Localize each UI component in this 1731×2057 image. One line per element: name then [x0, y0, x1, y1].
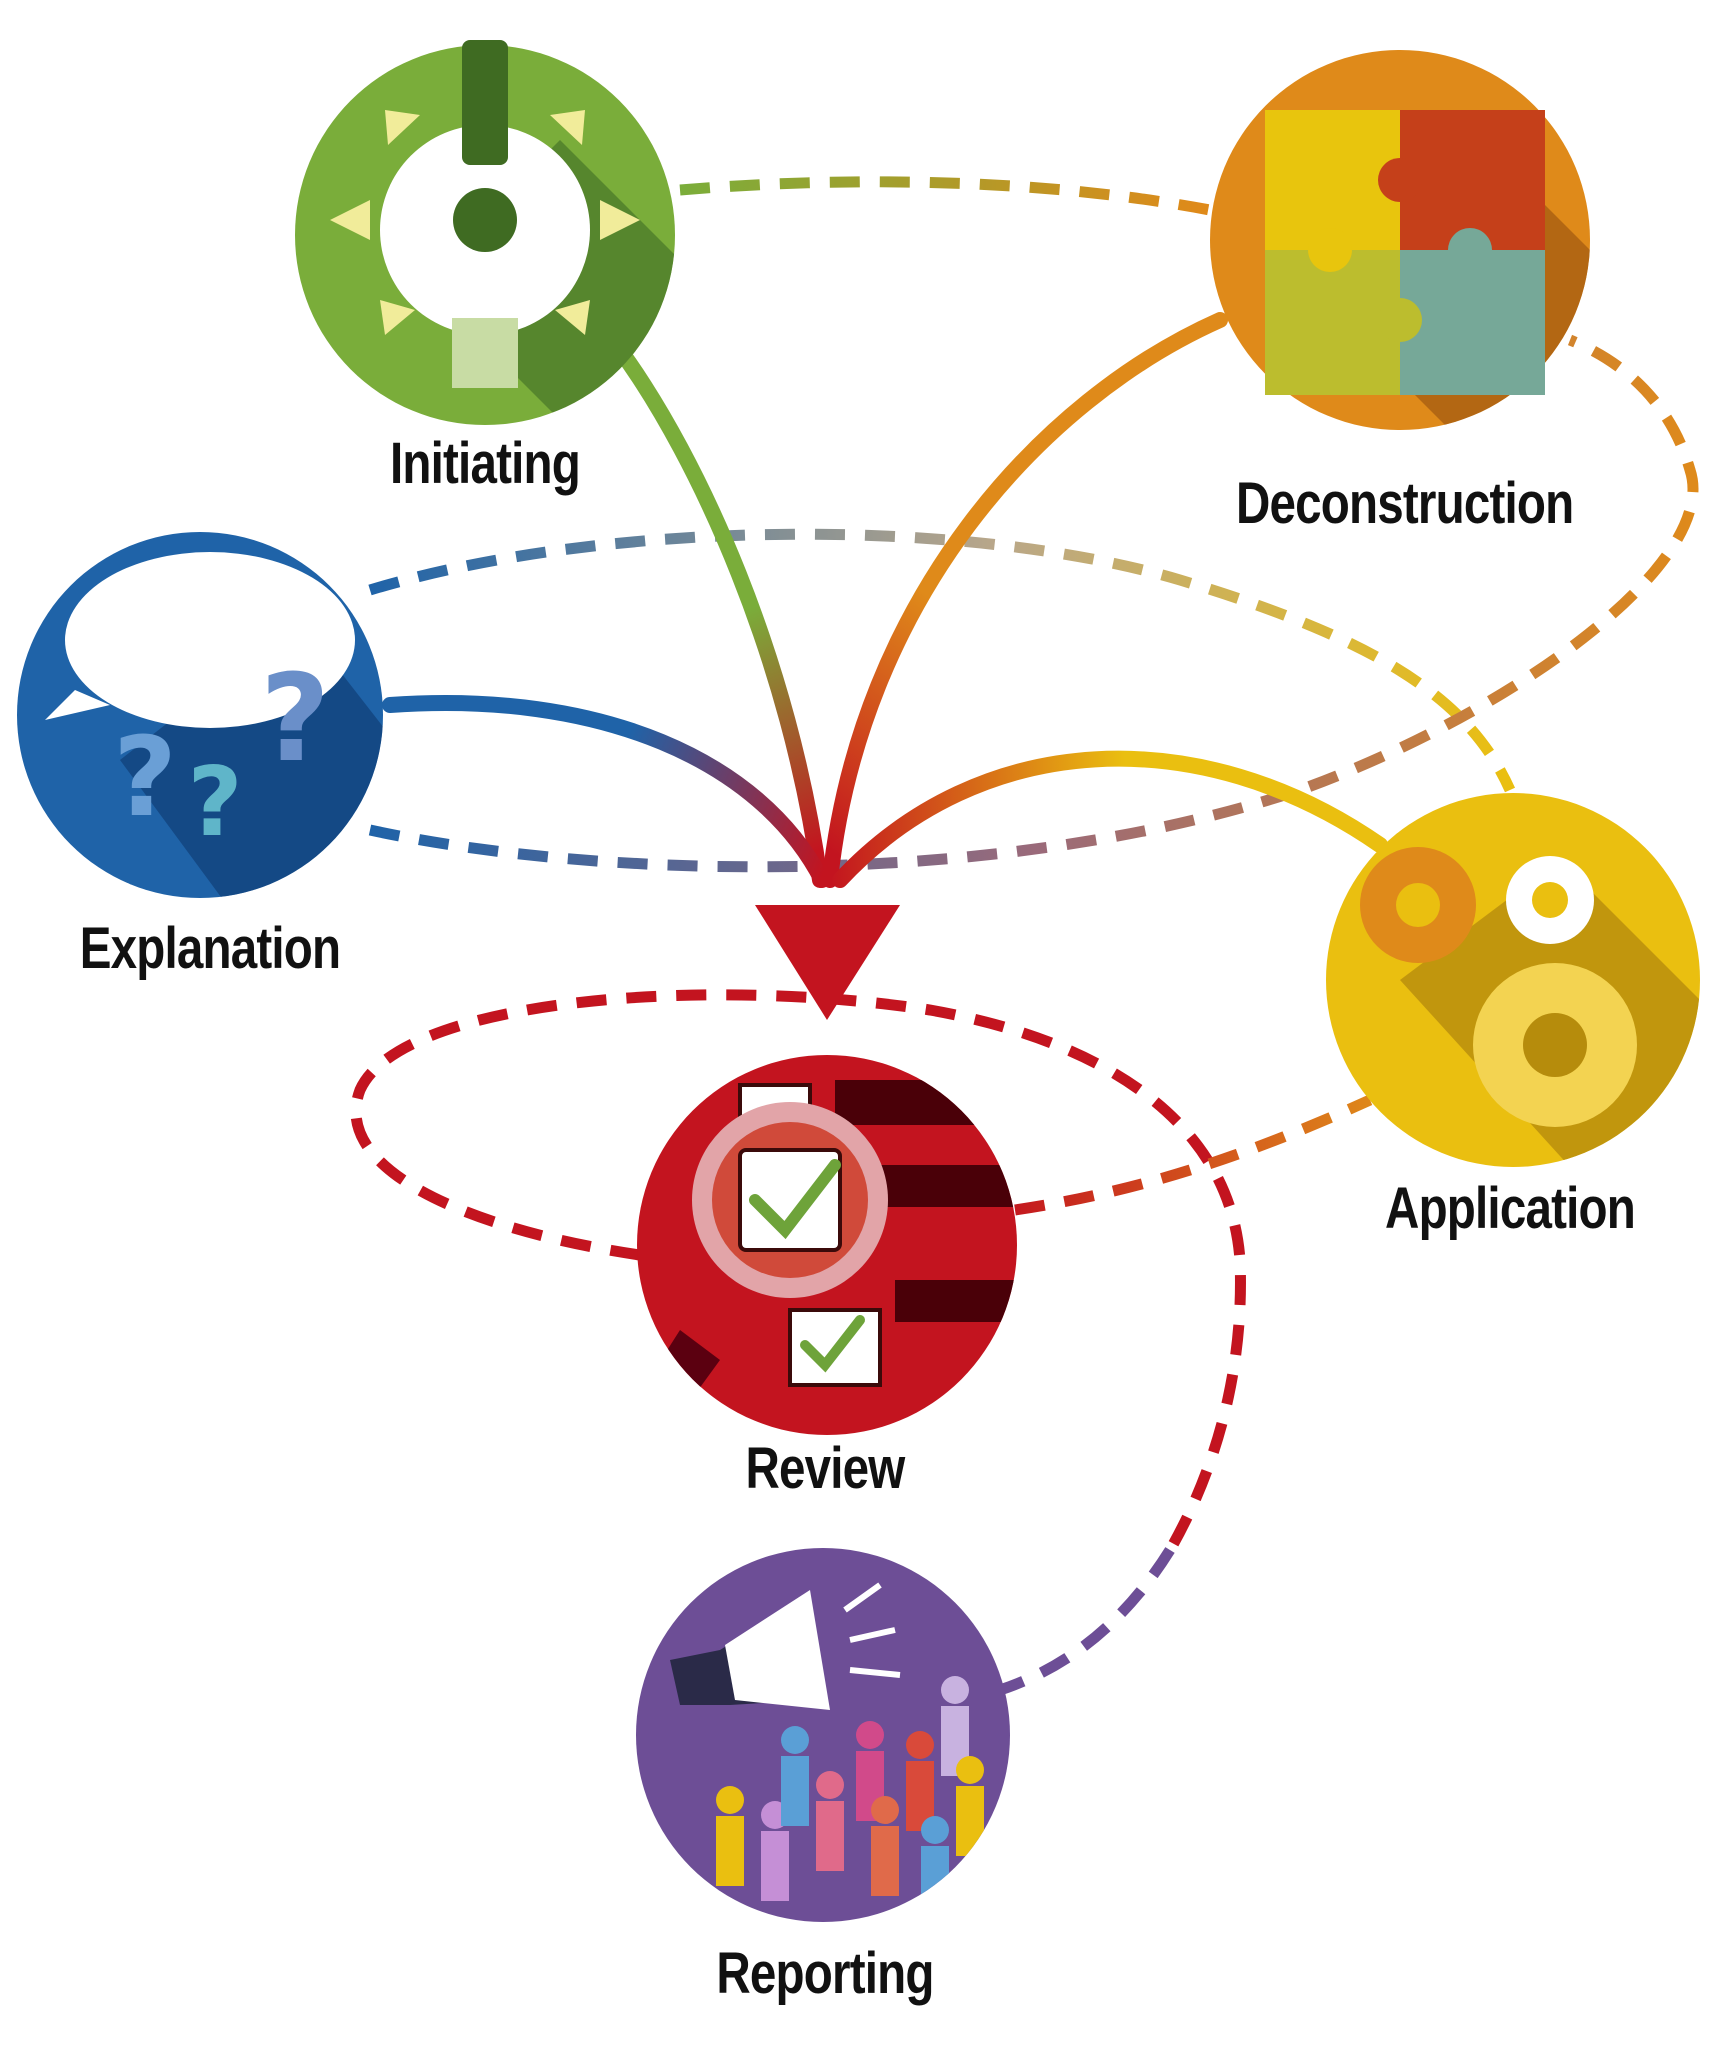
svg-text:?: ? — [113, 713, 177, 841]
node-initiating — [295, 40, 675, 425]
gears-icon — [1360, 847, 1637, 1127]
arrow-deconstruction-review — [822, 312, 1228, 888]
dashed-link-explanation-deconstruction-bottom — [368, 334, 1699, 873]
speech-bubble-question-icon: ? ? ? — [45, 552, 355, 858]
dashed-link-initiating-deconstruction — [679, 176, 1212, 216]
svg-text:?: ? — [187, 748, 242, 858]
review-arrowhead — [755, 905, 900, 1020]
label-reporting: Reporting — [716, 1941, 934, 2006]
dashed-link-review-application — [1014, 1094, 1373, 1216]
node-deconstruction — [1210, 50, 1590, 430]
arrow-initiating-review — [612, 342, 828, 888]
label-review: Review — [745, 1436, 905, 1501]
label-deconstruction: Deconstruction — [1236, 471, 1574, 536]
magnifier-checklist-icon — [692, 1083, 888, 1387]
puzzle-icon — [1265, 110, 1545, 395]
label-explanation: Explanation — [79, 916, 341, 981]
node-explanation: ? ? ? — [17, 532, 383, 898]
dashed-link-review-reporting — [998, 1547, 1175, 1696]
node-review — [637, 1055, 1017, 1435]
node-application — [1326, 793, 1700, 1167]
arrow-explanation-review — [382, 694, 830, 888]
arrow-application-review — [832, 750, 1388, 888]
svg-text:?: ? — [260, 650, 330, 789]
lightbulb-exclamation-icon — [330, 40, 640, 388]
label-application: Application — [1385, 1176, 1636, 1241]
converging-arrows — [382, 312, 1388, 888]
label-initiating: Initiating — [390, 431, 581, 496]
dashed-connectors — [350, 176, 1699, 1696]
dashed-link-explanation-application-top — [368, 528, 1516, 793]
node-reporting — [636, 1548, 1010, 1922]
